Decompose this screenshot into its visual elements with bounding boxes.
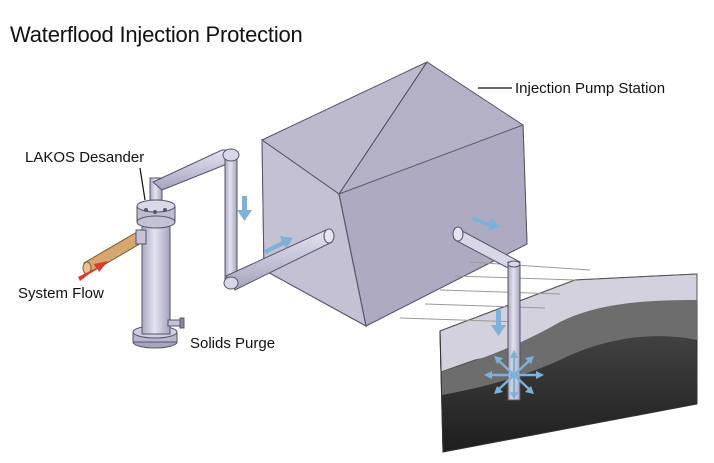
into-well-arrow [491,310,506,336]
desander-label: LAKOS Desander [25,149,145,166]
down-flow-arrow [237,196,252,221]
injection-well-pipe [452,226,521,401]
lakos-desander [132,199,185,349]
desander-leader-line [139,167,146,201]
transfer-pipe [149,148,335,291]
inlet-pipe [82,231,144,275]
diagram-title: Waterflood Injection Protection [10,22,303,47]
flow-arrows [237,196,506,336]
into-station-arrow [264,236,293,254]
pump-station-label: Injection Pump Station [515,80,666,97]
system-flow-arrow [78,261,108,281]
dispersion-arrows [488,354,540,396]
system-flow-label: System Flow [18,285,104,302]
out-station-arrow [472,216,501,231]
pump-station-building [261,61,528,327]
solids-purge-label: Solids Purge [190,335,276,352]
dispersion-arrowheads [484,350,544,400]
ground-cutaway [439,273,698,453]
